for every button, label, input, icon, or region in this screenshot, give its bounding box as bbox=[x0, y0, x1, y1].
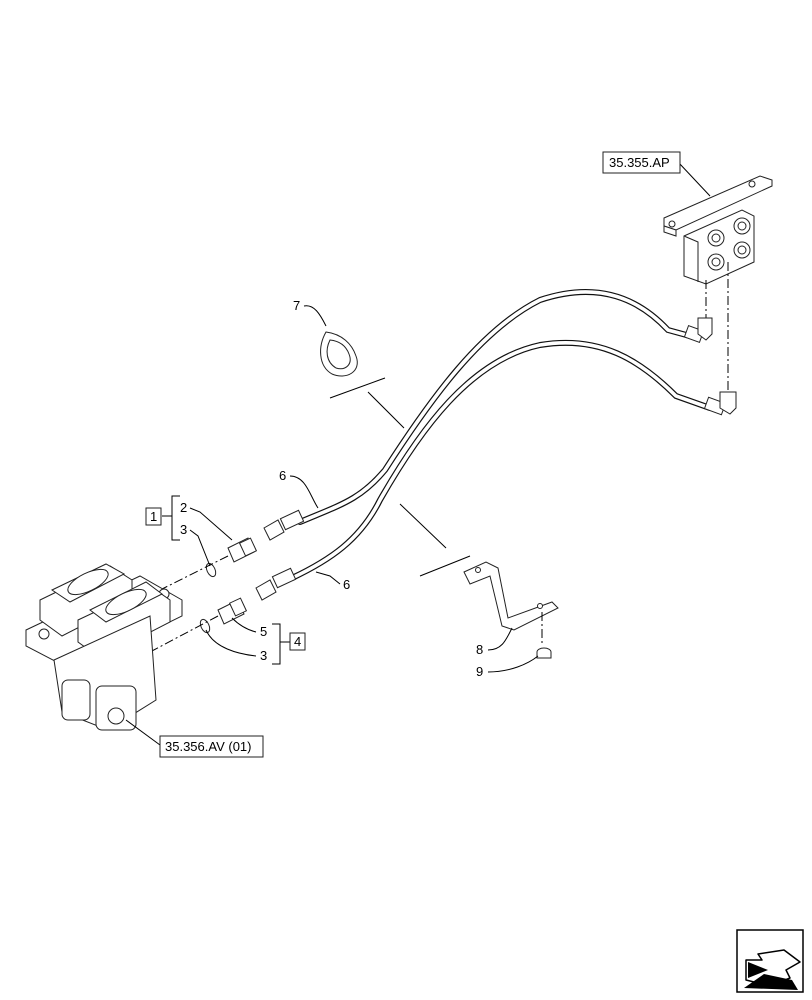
reference-box-control-valve[interactable] bbox=[159, 735, 264, 758]
hose-fitting-left-upper bbox=[263, 509, 305, 541]
bracket bbox=[463, 561, 559, 631]
valve-block bbox=[663, 175, 773, 285]
leader-lines bbox=[125, 162, 711, 746]
callout-6-upper: 6 bbox=[279, 468, 286, 483]
callout-3-lower: 3 bbox=[260, 648, 267, 663]
reference-control-valve[interactable]: 35.356.AV (01) bbox=[165, 739, 251, 754]
reference-valve-block[interactable]: 35.355.AP bbox=[609, 155, 670, 170]
hose-lower bbox=[289, 339, 713, 581]
callout-5: 5 bbox=[260, 624, 267, 639]
reference-box-valve-block[interactable] bbox=[602, 151, 681, 174]
kit-label-1: 1 bbox=[150, 509, 157, 524]
hose-sleeve bbox=[320, 331, 358, 377]
navigation-arrow-icon[interactable] bbox=[736, 929, 804, 993]
callout-7: 7 bbox=[293, 298, 300, 313]
port-fittings bbox=[707, 217, 751, 271]
callout-2: 2 bbox=[180, 500, 187, 515]
hose-fitting-left-lower bbox=[255, 567, 297, 601]
kit-box-1 bbox=[145, 507, 162, 526]
kit-box-4 bbox=[289, 632, 306, 651]
hose-fitting-elbow-upper bbox=[683, 317, 713, 344]
kit-label-4: 4 bbox=[294, 634, 301, 649]
hose-fitting-elbow-lower bbox=[703, 391, 737, 416]
o-ring-lower bbox=[199, 618, 211, 634]
hose-upper bbox=[297, 289, 693, 525]
control-valve bbox=[25, 563, 183, 731]
adapter-upper bbox=[227, 537, 258, 563]
bolt bbox=[536, 647, 552, 659]
callout-6-lower: 6 bbox=[343, 577, 350, 592]
callout-8: 8 bbox=[476, 642, 483, 657]
callout-3-upper: 3 bbox=[180, 522, 187, 537]
callout-9: 9 bbox=[476, 664, 483, 679]
o-ring-upper bbox=[205, 562, 217, 578]
adapter-lower bbox=[217, 597, 248, 625]
